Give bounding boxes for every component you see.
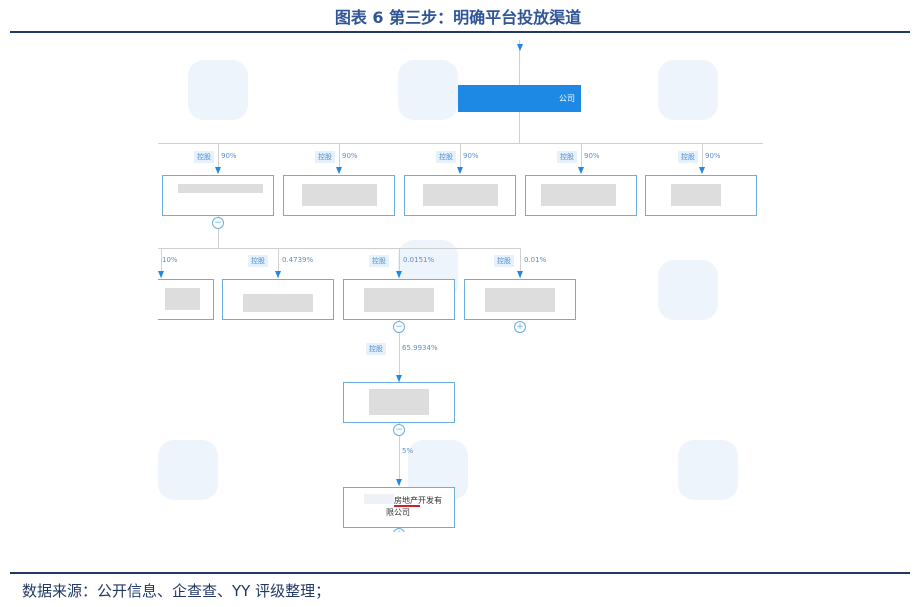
root-company-name: 公司	[559, 94, 575, 103]
arrow-icon	[336, 167, 342, 174]
share-pct: 90%	[584, 152, 600, 160]
arrow-icon	[699, 167, 705, 174]
arrow-icon	[457, 167, 463, 174]
equity-diagram: 公司 控股 90% 控股 90% 控股 90% 控股 90% 控股 90% − …	[158, 40, 768, 532]
source-note: 数据来源：公开信息、企查查、YY 评级整理；	[22, 582, 331, 600]
share-pct: 10%	[162, 256, 178, 264]
watermark-logo-icon	[658, 260, 718, 320]
top-rule	[10, 31, 910, 33]
company-node[interactable]	[283, 175, 395, 216]
watermark-logo-icon	[158, 440, 218, 500]
share-pct: 90%	[705, 152, 721, 160]
arrow-icon	[578, 167, 584, 174]
share-pct: 0.4739%	[282, 256, 314, 264]
watermark-logo-icon	[658, 60, 718, 120]
figure-title: 图表 6 第三步：明确平台投放渠道	[334, 8, 582, 27]
company-node[interactable]	[162, 175, 274, 216]
root-company-node[interactable]: 公司	[458, 85, 581, 112]
arrow-icon	[275, 271, 281, 278]
watermark-logo-icon	[188, 60, 248, 120]
holding-tag: 控股	[248, 255, 268, 267]
share-pct: 0.0151%	[403, 256, 435, 264]
company-node[interactable]	[158, 279, 214, 320]
holding-tag: 控股	[366, 343, 386, 355]
share-pct: 90%	[342, 152, 358, 160]
collapse-toggle[interactable]: −	[393, 424, 405, 436]
company-node[interactable]	[464, 279, 576, 320]
collapse-toggle[interactable]: −	[212, 217, 224, 229]
company-name-line2: 限公司	[386, 508, 410, 517]
company-node[interactable]	[525, 175, 637, 216]
company-name-line1: 房地产开发有	[394, 496, 442, 505]
share-pct: 0.01%	[524, 256, 547, 264]
holding-tag: 控股	[315, 151, 335, 163]
target-company-node[interactable]: 房地产开发有 限公司	[343, 487, 455, 528]
share-pct: 5%	[402, 447, 414, 455]
holding-tag: 控股	[369, 255, 389, 267]
holding-tag: 控股	[436, 151, 456, 163]
bottom-rule	[10, 572, 910, 574]
expand-toggle[interactable]: +	[393, 528, 405, 532]
arrow-icon	[396, 271, 402, 278]
company-node[interactable]	[343, 279, 455, 320]
holding-tag: 控股	[557, 151, 577, 163]
holding-tag: 控股	[494, 255, 514, 267]
holding-tag: 控股	[678, 151, 698, 163]
arrow-icon	[517, 44, 523, 51]
share-pct: 90%	[221, 152, 237, 160]
company-node[interactable]	[343, 382, 455, 423]
company-node[interactable]	[222, 279, 334, 320]
red-underline	[394, 505, 420, 507]
share-pct: 90%	[463, 152, 479, 160]
company-node[interactable]	[404, 175, 516, 216]
arrow-icon	[517, 271, 523, 278]
arrow-icon	[396, 375, 402, 382]
collapse-toggle[interactable]: −	[393, 321, 405, 333]
arrow-icon	[396, 479, 402, 486]
share-pct: 65.9934%	[402, 344, 438, 352]
arrow-icon	[158, 271, 164, 278]
company-node[interactable]	[645, 175, 757, 216]
arrow-icon	[215, 167, 221, 174]
watermark-logo-icon	[398, 60, 458, 120]
expand-toggle[interactable]: +	[514, 321, 526, 333]
watermark-logo-icon	[678, 440, 738, 500]
holding-tag: 控股	[194, 151, 214, 163]
